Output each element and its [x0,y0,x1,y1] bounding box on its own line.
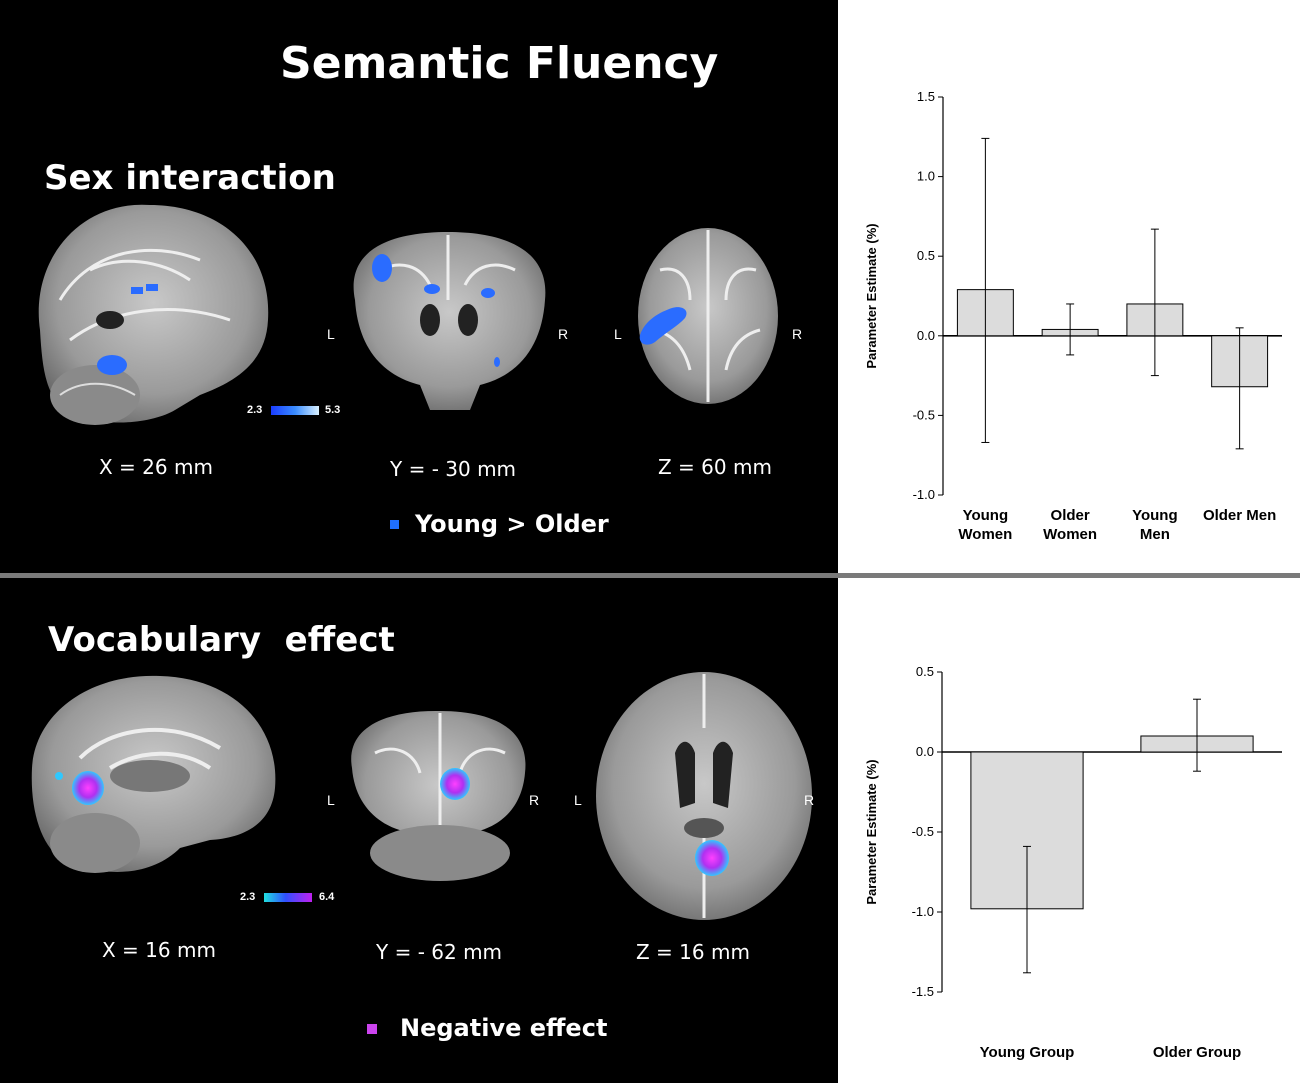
y-tick-label: -0.5 [913,407,935,422]
left-marker: L [327,326,335,342]
axial-slice-top [638,228,778,404]
x-tick-label: Young [963,507,1009,524]
y-tick-label: 1.5 [917,89,935,104]
activation-blob [55,772,63,780]
right-marker: R [804,792,815,808]
y-tick-label: -1.5 [912,984,934,999]
coord-label: Y = - 30 mm [390,457,517,481]
activation-blob [97,355,127,375]
coord-label: Z = 60 mm [658,455,772,479]
scale-max-label: 5.3 [325,404,341,416]
x-tick-label: Older [1051,507,1090,524]
sagittal-slice-bottom [31,675,276,873]
activation-blob [131,287,143,294]
activation-blob [72,771,104,805]
x-tick-label: Women [1043,526,1097,543]
sagittal-slice-top [38,204,269,425]
y-axis-label: Parameter Estimate (%) [864,759,879,904]
y-tick-label: 0.0 [916,744,934,759]
y-tick-label: 0.5 [917,248,935,263]
activation-blob [494,357,500,367]
coord-label: Y = - 62 mm [376,940,503,964]
x-tick-label: Women [958,526,1012,543]
scale-min-label: 2.3 [247,404,263,416]
x-tick-label: Men [1140,526,1170,543]
top-brain-panel: Semantic Fluency Sex interaction X = 26 … [0,0,838,573]
y-tick-label: -0.5 [912,824,934,839]
legend-label: Young > Older [415,510,609,538]
scale-max-label: 6.4 [319,891,335,903]
activation-blob [481,288,495,298]
coord-label: Z = 16 mm [636,940,750,964]
left-marker: L [574,792,582,808]
y-tick-label: 1.0 [917,169,935,184]
right-marker: R [529,792,540,808]
y-tick-label: 0.5 [916,664,934,679]
activation-blob [424,284,440,294]
legend-swatch [390,520,399,529]
y-tick-label: -1.0 [913,487,935,502]
activation-blob [146,284,158,291]
activation-blob [440,768,470,800]
activation-blob [639,307,687,345]
color-scale-bar [264,893,312,902]
figure-title: Semantic Fluency [280,38,719,89]
x-tick-label: Older Men [1203,507,1276,524]
left-marker: L [614,326,622,342]
x-tick-label: Young [1132,507,1178,524]
left-marker: L [327,792,335,808]
axial-slice-bottom [596,672,812,920]
coord-label: X = 26 mm [99,455,213,479]
y-tick-label: -1.0 [912,904,934,919]
color-scale-bar [271,406,319,415]
right-marker: R [792,326,803,342]
activation-blob [695,840,729,876]
panel-divider [0,573,1300,578]
section-label-bottom: Vocabulary effect [48,620,395,660]
coord-label: X = 16 mm [102,938,216,962]
x-tick-label: Young Group [980,1044,1075,1061]
activation-blob [372,254,392,282]
legend-label: Negative effect [400,1014,608,1042]
y-axis-label: Parameter Estimate (%) [864,223,879,368]
bar-chart-vocabulary: 0.5 0.0 -0.5 -1.0 -1.5 Parameter Estimate (%)… [864,664,1282,1061]
brain-slices-bottom [31,672,812,1034]
y-tick-label: 0.0 [917,328,935,343]
coronal-slice-bottom [351,710,526,881]
x-tick-label: Older Group [1153,1044,1241,1061]
legend-swatch [367,1024,377,1034]
scale-min-label: 2.3 [240,891,256,903]
right-marker: R [558,326,569,342]
brain-slices-top [38,204,778,529]
section-label-top: Sex interaction [44,158,336,198]
bar-chart-sex-interaction: 1.5 1.0 0.5 0.0 -0.5 -1.0 Parameter Estimate (… [864,89,1282,543]
bottom-brain-panel: Vocabulary effect X = 16 mm Y = - 62 mm … [0,578,838,1083]
